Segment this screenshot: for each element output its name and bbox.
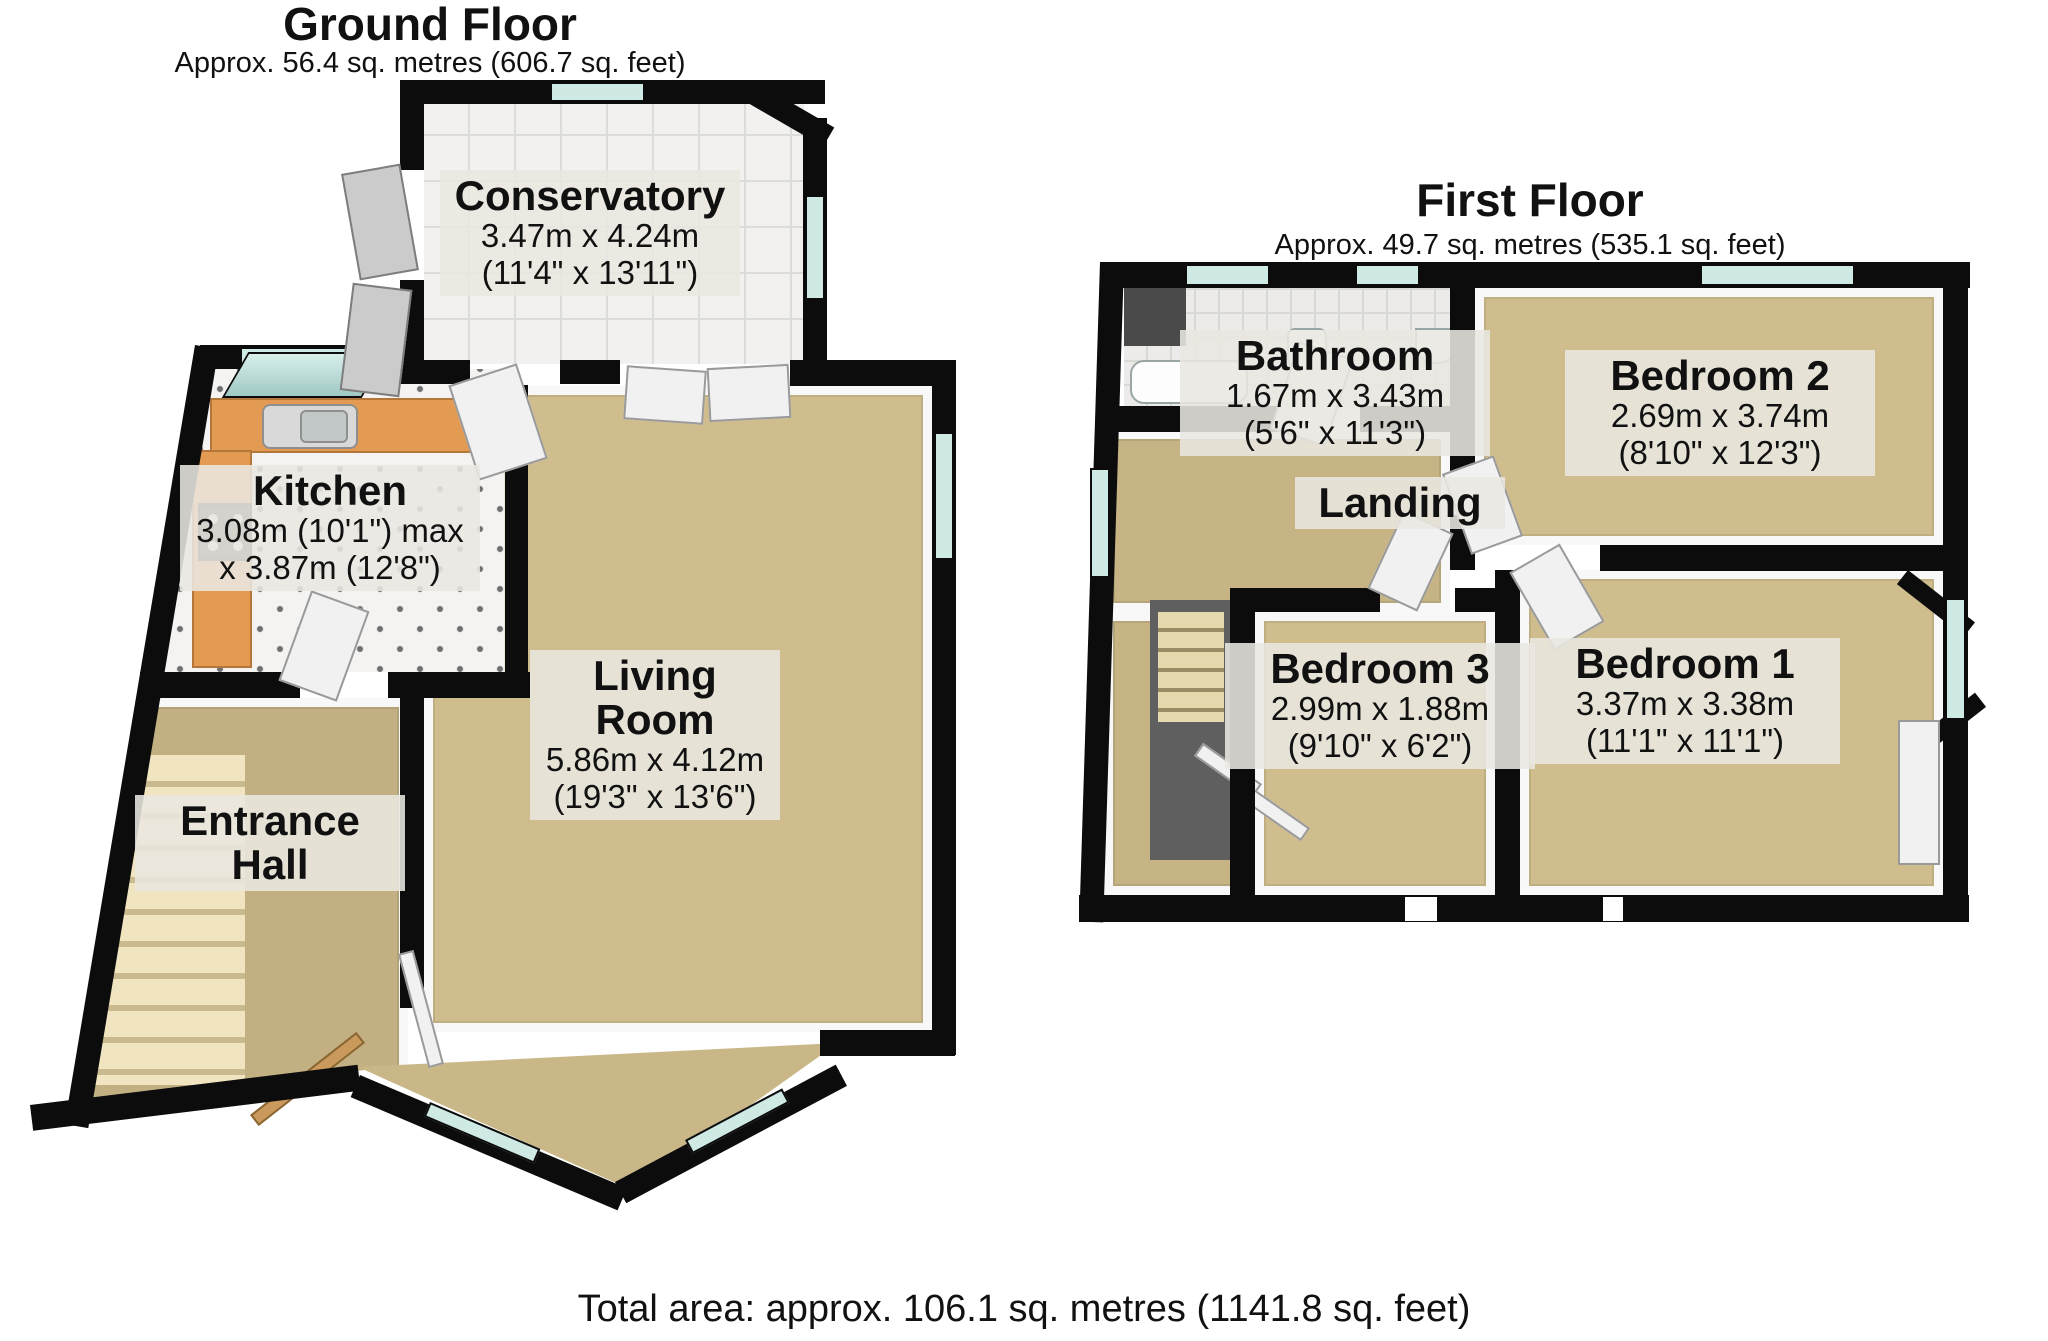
kitchen-sink-bowl [300, 410, 348, 443]
wardrobe-panel [1898, 720, 1940, 865]
room-dims-imperial: x 3.87m (12'8") [219, 549, 441, 587]
room-dims-metric: 1.67m x 3.43m [1225, 377, 1445, 415]
room-label-bedroom-2: Bedroom 2 2.69m x 3.74m (8'10" x 12'3") [1565, 350, 1875, 476]
window-glass [805, 195, 825, 300]
room-label-entrance-hall: Entrance Hall [135, 795, 405, 892]
first-floor-title: First Floor [1416, 174, 1644, 226]
room-name: Entrance Hall [180, 797, 360, 889]
room-dims-imperial: (9'10" x 6'2") [1287, 727, 1473, 765]
staircase [1158, 612, 1224, 722]
shower-area [1124, 288, 1186, 346]
wall-break [1603, 897, 1623, 921]
wall-segment [140, 672, 300, 698]
room-dims-metric: 2.69m x 3.74m [1610, 397, 1830, 435]
window-glass [934, 432, 954, 560]
room-label-bathroom: Bathroom 1.67m x 3.43m (5'6" x 11'3") [1180, 330, 1490, 456]
room-dims-imperial: (11'4" x 13'11") [481, 254, 699, 292]
room-dims-imperial: (8'10" x 12'3") [1618, 434, 1822, 472]
room-label-bedroom-1: Bedroom 1 3.37m x 3.38m (11'1" x 11'1") [1530, 638, 1840, 764]
room-dims-metric: 2.99m x 1.88m [1270, 690, 1490, 728]
wall-segment [560, 360, 620, 384]
first-floor-subtitle: Approx. 49.7 sq. metres (535.1 sq. feet) [1274, 229, 1786, 261]
room-dims-metric: 5.86m x 4.12m [545, 741, 765, 779]
room-name: Kitchen [252, 467, 407, 514]
ground-floor-title: Ground Floor [283, 0, 577, 50]
wall-segment [1230, 588, 1380, 612]
window-glass [1355, 264, 1420, 286]
ground-floor-subtitle: Approx. 56.4 sq. metres (606.7 sq. feet) [174, 47, 686, 79]
wall-segment [1455, 588, 1495, 612]
room-dims-imperial: (11'1" x 11'1") [1585, 722, 1785, 760]
room-label-conservatory: Conservatory 3.47m x 4.24m (11'4" x 13'1… [440, 170, 740, 296]
room-label-kitchen: Kitchen 3.08m (10'1") max x 3.87m (12'8"… [180, 465, 480, 591]
room-dims-metric: 3.37m x 3.38m [1575, 685, 1795, 723]
wall-segment [1079, 895, 1969, 922]
room-name: Living Room [593, 652, 717, 744]
room-dims-metric: 3.47m x 4.24m [480, 217, 700, 255]
total-area-text: Total area: approx. 106.1 sq. metres (11… [577, 1288, 1471, 1330]
window-glass [1700, 264, 1855, 286]
wall-segment [1600, 545, 1943, 571]
room-name: Bedroom 3 [1270, 645, 1490, 692]
room-name: Conservatory [454, 172, 726, 219]
window-glass [1945, 598, 1966, 720]
room-name: Bedroom 1 [1575, 640, 1795, 687]
window-glass [550, 82, 645, 102]
room-dims-metric: 3.08m (10'1") max [196, 512, 464, 550]
wall-segment [1943, 262, 1968, 922]
room-dims-imperial: (19'3" x 13'6") [553, 778, 757, 816]
window-glass [1185, 264, 1270, 286]
wall-break [1405, 897, 1437, 921]
room-dims-imperial: (5'6" x 11'3") [1243, 414, 1427, 452]
room-name: Landing [1318, 479, 1482, 526]
wall-segment [388, 672, 530, 698]
room-label-bedroom-3: Bedroom 3 2.99m x 1.88m (9'10" x 6'2") [1225, 643, 1535, 769]
room-label-landing: Landing [1295, 477, 1505, 530]
room-name: Bathroom [1235, 332, 1435, 379]
window-glass [1090, 468, 1110, 578]
wall-segment [790, 360, 956, 386]
room-label-living-room: Living Room 5.86m x 4.12m (19'3" x 13'6"… [530, 650, 780, 821]
room-name: Bedroom 2 [1610, 352, 1830, 399]
